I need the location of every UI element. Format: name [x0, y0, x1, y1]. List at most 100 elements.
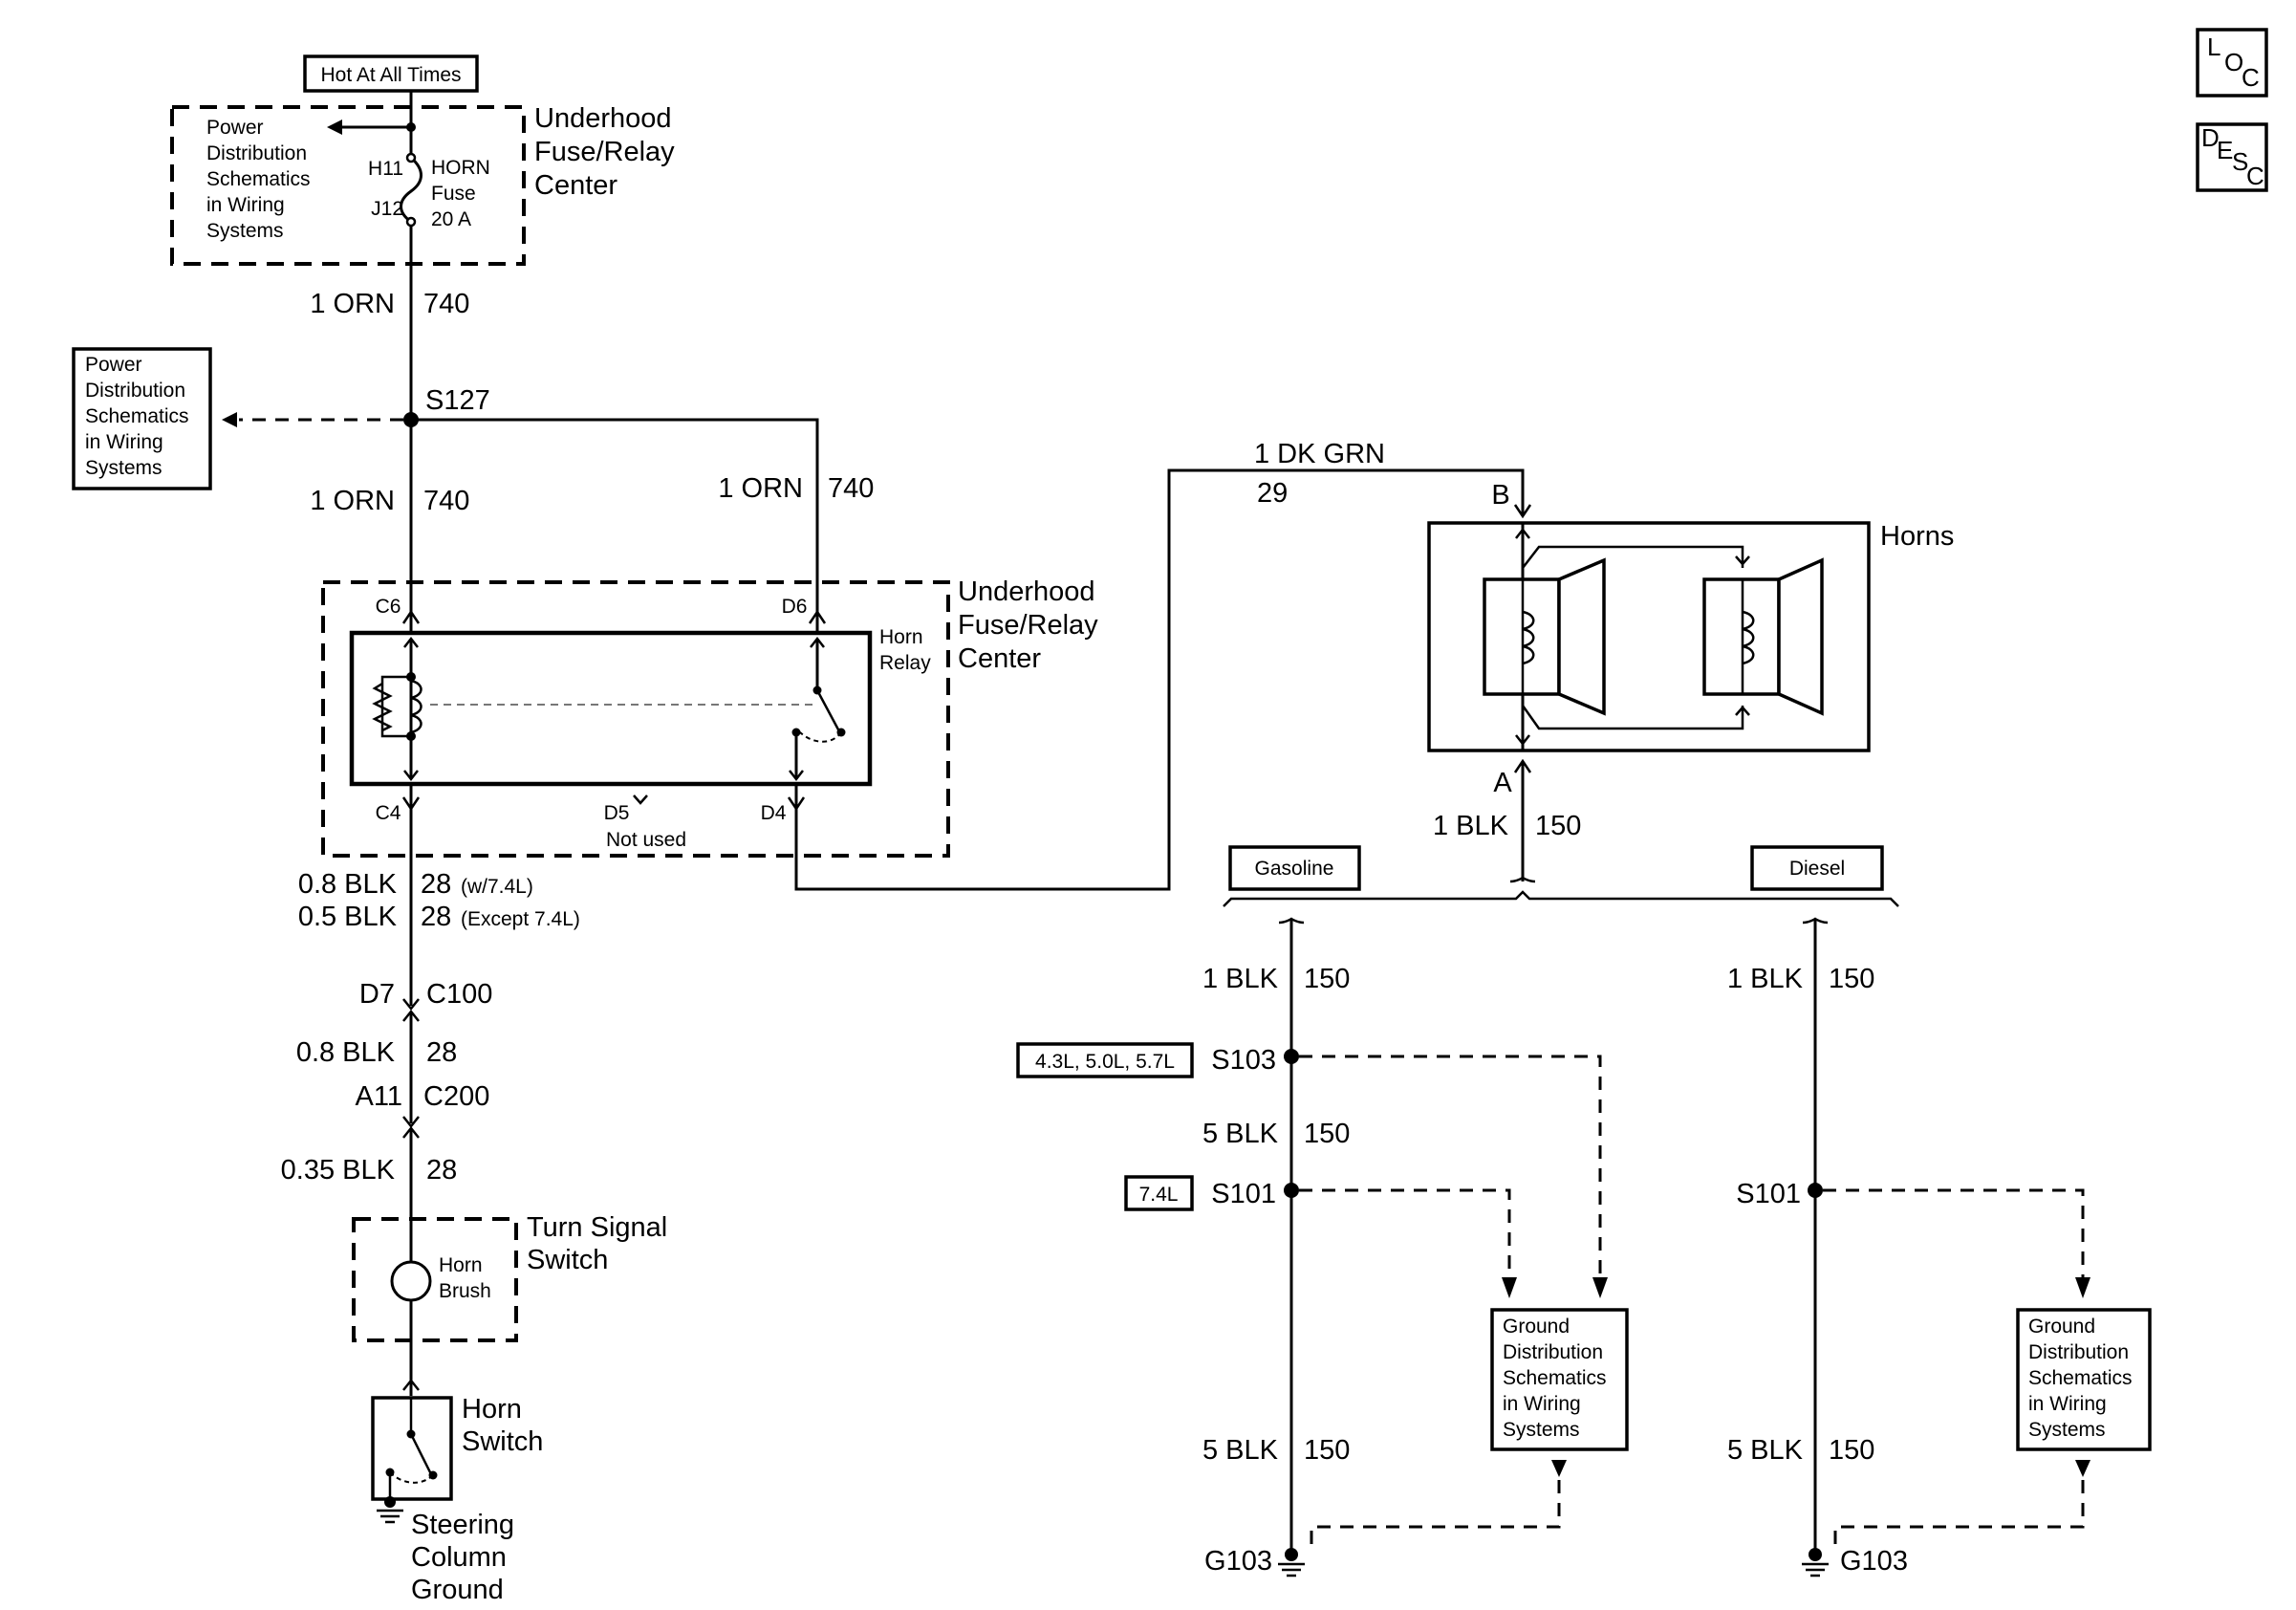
engine-tag-2: 7.4L	[1139, 1184, 1179, 1206]
power-ref-line-2: Distribution	[85, 380, 185, 402]
steering-ground-label-2: Column	[411, 1542, 507, 1573]
connector-c100-upper-icon	[402, 998, 420, 1012]
pin-d5: D5	[604, 802, 630, 824]
engine-tag-1: 4.3L, 5.0L, 5.7L	[1035, 1051, 1175, 1073]
wire-28a-note: (w/7.4L)	[461, 876, 533, 898]
gas-ground-ref-out-arrow-icon	[1551, 1460, 1567, 1477]
turn-signal-label-2: Switch	[527, 1245, 608, 1275]
gas-ground-ref-line-2: Distribution	[1503, 1341, 1603, 1363]
diesel-ground-ref-line-2: Distribution	[2028, 1341, 2129, 1363]
s101-gas-arrow-icon	[1502, 1277, 1517, 1298]
gasoline-tag-label: Gasoline	[1255, 858, 1334, 880]
s103-ground-ref-dashed	[1299, 1055, 1602, 1281]
relay-center-label-1: Underhood	[958, 577, 1095, 607]
diesel-ground-ref-line-3: Schematics	[2028, 1367, 2133, 1389]
wire-28b-gauge: 0.5 BLK	[298, 902, 398, 932]
diesel-ground-ref-line-4: in Wiring	[2028, 1393, 2107, 1415]
fusebox-ref-line-2: Distribution	[206, 142, 307, 164]
pin-c6: C6	[376, 596, 401, 618]
wire-28c-circuit: 28	[426, 1037, 457, 1068]
fusebox-ref-line-4: in Wiring	[206, 194, 285, 216]
gas-wire-1-gauge: 1 BLK	[1202, 964, 1279, 994]
fusebox-ref-line-1: Power	[206, 117, 264, 139]
connector-c200-name: C200	[423, 1081, 489, 1112]
diesel-ground-ref-box	[2016, 1308, 2152, 1451]
desc-icon[interactable]: D E S C	[2196, 122, 2268, 192]
splice-s101-diesel-dot	[1808, 1183, 1823, 1198]
power-ref-arrowhead-icon	[327, 120, 342, 135]
gas-ground-ref-line-1: Ground	[1503, 1316, 1570, 1338]
connector-d5-icon	[633, 794, 648, 805]
loc-icon[interactable]: L O C	[2196, 28, 2268, 98]
fusebox-ref-line-3: Schematics	[206, 168, 311, 190]
wire-28d-gauge: 0.35 BLK	[281, 1155, 396, 1186]
wire-740-circuit-2: 740	[423, 486, 469, 516]
horn-brush-label-2: Brush	[439, 1280, 491, 1302]
splice-s101-gas-label: S101	[1211, 1179, 1276, 1209]
wire-28d-circuit: 28	[426, 1155, 457, 1186]
diesel-ground-g103-label: G103	[1840, 1546, 1908, 1577]
steering-ground-label-1: Steering	[411, 1510, 514, 1540]
fuse-terminal-j12: J12	[371, 198, 403, 220]
connector-c100-pin: D7	[359, 979, 395, 1010]
svg-text:E: E	[2217, 136, 2233, 164]
top-center-label-line-3: Center	[534, 170, 617, 201]
connector-horn-switch-icon	[402, 1378, 420, 1391]
splice-s103-label: S103	[1211, 1045, 1276, 1076]
svg-text:D: D	[2201, 123, 2220, 152]
fuse-name-line-3: 20 A	[431, 208, 471, 230]
diesel-wire-2-gauge: 5 BLK	[1727, 1435, 1804, 1466]
splice-s127-label: S127	[425, 385, 490, 416]
horn-fuse-icon	[400, 156, 422, 224]
wire-150-horns-circuit: 150	[1535, 811, 1581, 841]
wire-150-horns-gauge: 1 BLK	[1433, 811, 1509, 841]
wire-29-circuit: 29	[1257, 478, 1288, 509]
diesel-ground-ref-line-5: Systems	[2028, 1419, 2106, 1441]
pin-c4: C4	[376, 802, 401, 824]
horn-pin-a: A	[1493, 768, 1512, 798]
horn-brush-icon	[390, 1260, 432, 1302]
relay-switch-blade-icon	[815, 689, 841, 732]
horn-switch-label-2: Switch	[462, 1426, 543, 1457]
engine-tag-2-box	[1124, 1175, 1194, 1211]
wire-150-split-icon	[1509, 876, 1536, 883]
power-ref-line-3: Schematics	[85, 405, 189, 427]
gas-ground-ref-return-dashed	[1310, 1480, 1561, 1549]
diesel-wire-1-circuit: 150	[1829, 964, 1874, 994]
steering-ground-node	[384, 1496, 396, 1508]
horn-relay-label-1: Horn	[879, 626, 923, 648]
power-ref-left-arrowhead-icon	[222, 412, 237, 427]
svg-text:C: C	[2242, 63, 2260, 92]
turn-signal-switch-box	[352, 1217, 518, 1342]
splice-s103-dot	[1284, 1049, 1299, 1064]
power-ref-line-1: Power	[85, 354, 142, 376]
wire-740-gauge-3: 1 ORN	[718, 473, 803, 504]
relay-center-label-2: Fuse/Relay	[958, 610, 1098, 641]
diesel-ground-ref-return-dashed	[1833, 1480, 2085, 1549]
diesel-ground-g103-icon	[1802, 1562, 1829, 1577]
horn-brush-label-1: Horn	[439, 1254, 483, 1276]
gas-wire-3-circuit: 150	[1304, 1435, 1350, 1466]
wire-28b-note: (Except 7.4L)	[461, 908, 580, 930]
splice-s101-diesel-label: S101	[1736, 1179, 1801, 1209]
pin-d6: D6	[782, 596, 808, 618]
svg-text:S: S	[2232, 147, 2248, 176]
engine-option-bracket	[1223, 890, 1899, 907]
gas-ground-ref-box	[1490, 1308, 1629, 1451]
splice-s101-gas-dot	[1284, 1183, 1299, 1198]
horn-switch-label-1: Horn	[462, 1394, 522, 1425]
fuse-name-line-2: Fuse	[431, 183, 476, 205]
gas-wire-3-gauge: 5 BLK	[1202, 1435, 1279, 1466]
horn-relay-label-2: Relay	[879, 652, 931, 674]
gas-wire-2-gauge: 5 BLK	[1202, 1119, 1279, 1149]
diesel-wire-1-gauge: 1 BLK	[1727, 964, 1804, 994]
steering-ground-label-3: Ground	[411, 1575, 504, 1605]
top-center-label-line-2: Fuse/Relay	[534, 137, 675, 167]
diesel-ground-g103-node	[1809, 1548, 1822, 1561]
power-ref-line-5: Systems	[85, 457, 162, 479]
steering-ground-icon	[377, 1509, 403, 1524]
wire-740-circuit-3: 740	[828, 473, 874, 504]
horn-relay-box	[349, 630, 873, 787]
fuse-center-top-box	[170, 105, 526, 266]
